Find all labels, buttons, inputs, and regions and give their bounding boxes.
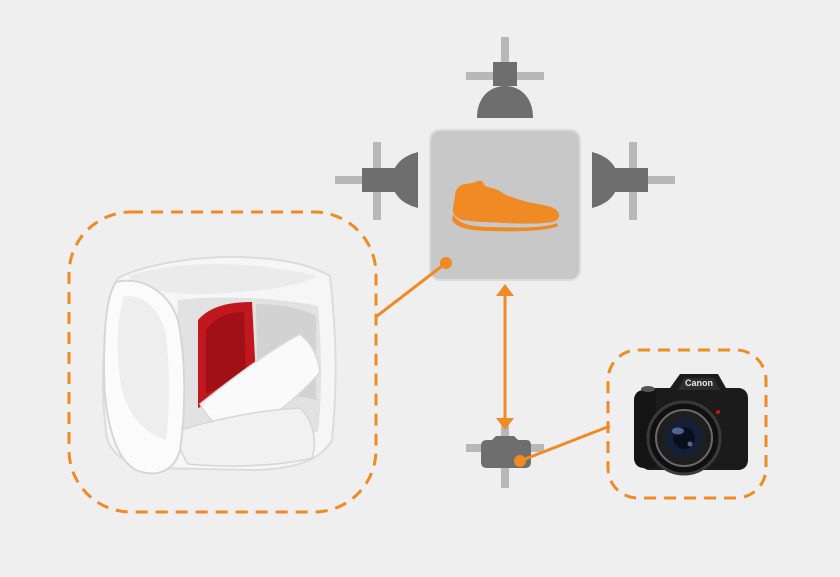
- tent-top: [128, 263, 318, 295]
- spotlight-icon: [477, 86, 533, 118]
- lens-reflection: [672, 427, 684, 435]
- camera-callout-frame: [606, 348, 768, 500]
- left-light: [335, 142, 418, 220]
- top-light: [466, 37, 544, 118]
- top-light-connector: [493, 62, 517, 86]
- left-light-connector: [362, 168, 396, 192]
- arrow-head-up: [496, 284, 514, 296]
- tent-left-door-shade: [117, 295, 169, 440]
- tent-connector-line: [376, 261, 447, 318]
- lens-reflection-small: [687, 441, 693, 447]
- shoe-icon: [452, 180, 560, 232]
- product-box: [429, 129, 581, 281]
- distance-arrow: [496, 284, 514, 430]
- arrow-head-down: [496, 418, 514, 430]
- tent-callout-frame: [67, 210, 378, 514]
- spotlight-icon: [592, 152, 618, 208]
- right-light-connector: [614, 168, 648, 192]
- camera-prism: [678, 378, 720, 390]
- tent-lower-flap: [178, 407, 316, 467]
- camera-mount-icon: [466, 426, 544, 488]
- right-light: [592, 142, 675, 220]
- camera-brand-label: Canon: [685, 378, 713, 388]
- tent-backdrop-shade: [206, 312, 246, 394]
- camera-red-dot: [716, 410, 720, 414]
- dslr-camera-image: Canon: [634, 374, 748, 476]
- light-tent-image: [101, 255, 337, 475]
- spotlight-icon: [392, 152, 418, 208]
- camera-connector-line: [519, 424, 611, 463]
- shutter-button: [641, 386, 655, 392]
